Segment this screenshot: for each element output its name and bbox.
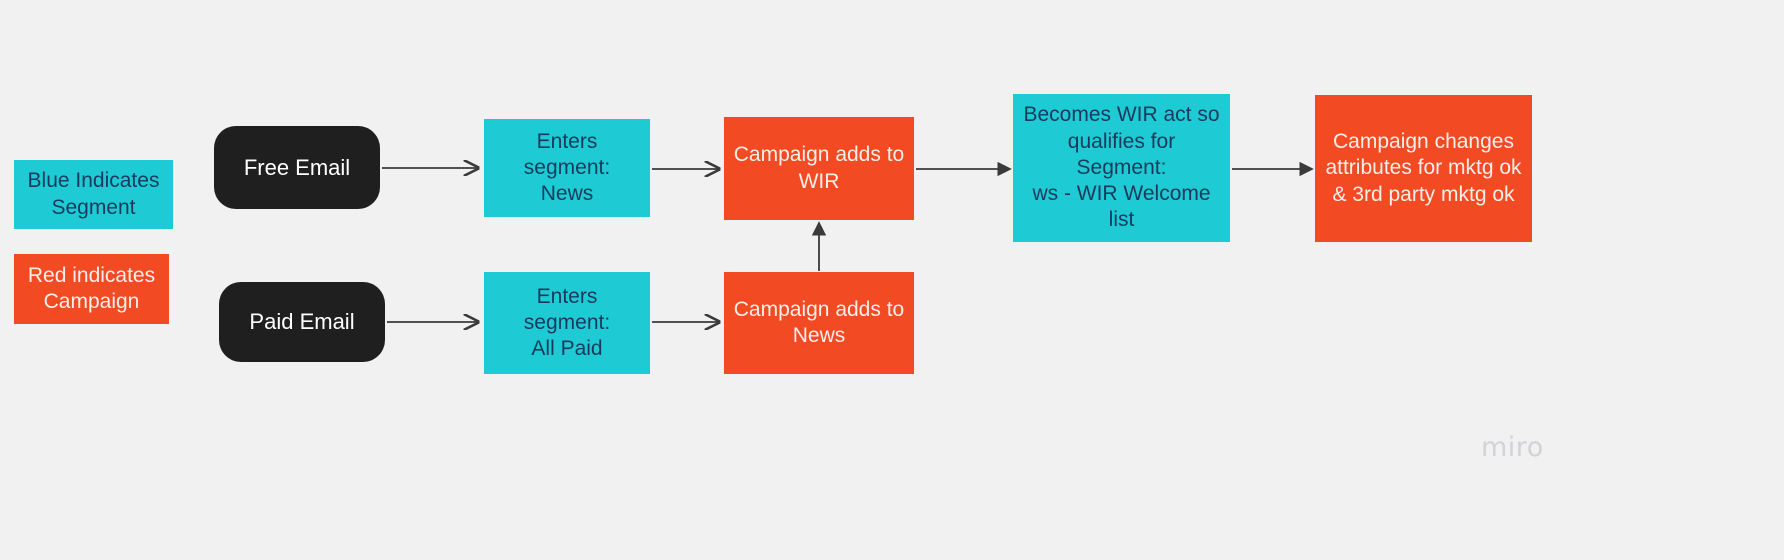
miro-watermark: miro <box>1481 432 1544 463</box>
node-enters-segment-news[interactable]: Enters segment: News <box>484 119 650 217</box>
node-campaign-adds-to-news[interactable]: Campaign adds to News <box>724 272 914 374</box>
legend-segment-swatch: Blue Indicates Segment <box>14 160 173 229</box>
node-paid-email[interactable]: Paid Email <box>219 282 385 362</box>
node-campaign-adds-to-wir[interactable]: Campaign adds to WIR <box>724 117 914 220</box>
node-free-email[interactable]: Free Email <box>214 126 380 209</box>
node-campaign-changes-attributes[interactable]: Campaign changes attributes for mktg ok … <box>1315 95 1532 242</box>
node-becomes-wir-segment[interactable]: Becomes WIR act so qualifies for Segment… <box>1013 94 1230 242</box>
legend-campaign-swatch: Red indicates Campaign <box>14 254 169 324</box>
node-enters-segment-all-paid[interactable]: Enters segment: All Paid <box>484 272 650 374</box>
